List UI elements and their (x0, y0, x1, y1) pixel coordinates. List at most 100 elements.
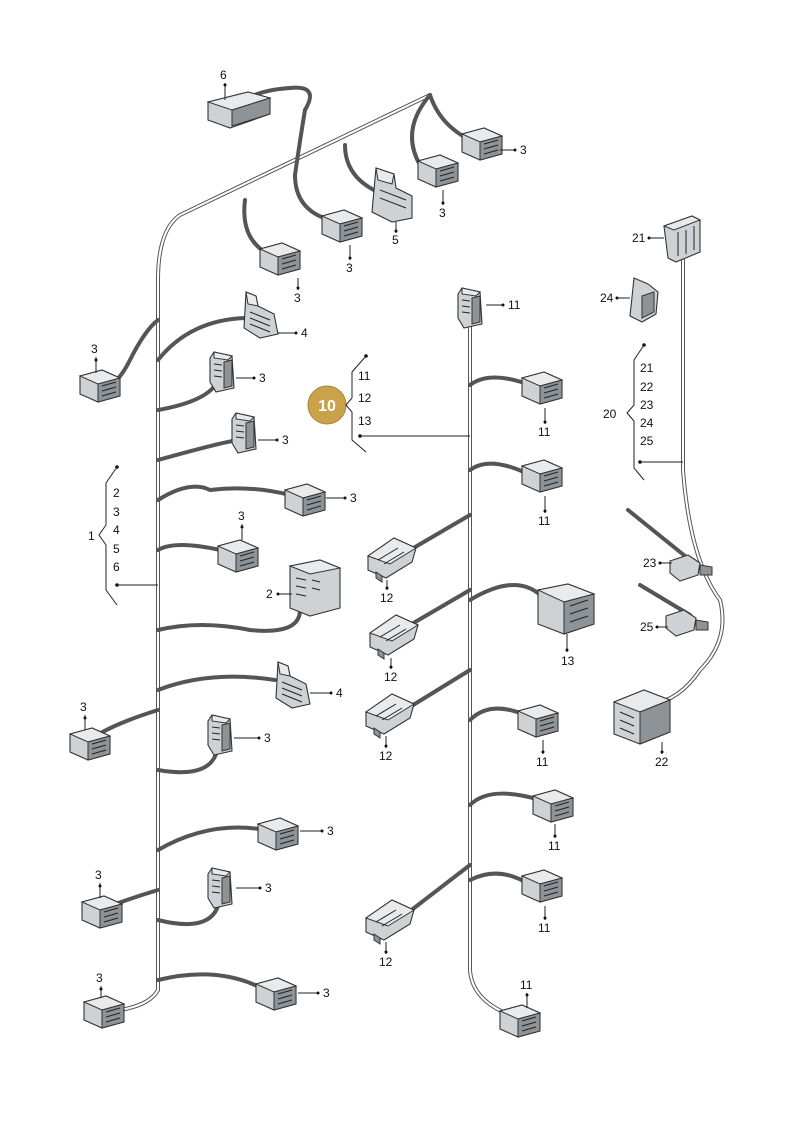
connector-3-mid-a (284, 483, 326, 517)
connector-11-e (521, 869, 563, 903)
callout-label: 3 (238, 509, 245, 523)
connector-3-top-mid (417, 154, 459, 188)
callout-label: 5 (392, 233, 399, 247)
connector-3-vert-d (207, 867, 233, 909)
connector-3-upper (321, 209, 363, 243)
connector-12-b (369, 614, 419, 660)
connector-22 (612, 689, 672, 745)
connector-3-left-d (83, 995, 125, 1029)
callout-label: 11 (508, 298, 521, 312)
callout-label: 11 (536, 755, 549, 769)
connector-11-c (517, 704, 559, 738)
connector-3-lower-a (257, 817, 299, 851)
group-bracket-20: 20 21 22 23 24 25 (603, 343, 683, 481)
connector-11-top (457, 287, 483, 329)
cable-tie-25 (665, 609, 709, 637)
connector-12-d (365, 899, 415, 945)
callout-label: 3 (95, 868, 102, 882)
connector-4-upper (243, 291, 279, 339)
connector-3-mid-b (217, 539, 259, 573)
connector-5 (371, 167, 413, 223)
callout-label: 3 (439, 206, 446, 220)
connector-3-lower-b (255, 977, 297, 1011)
connector-4-lower (275, 661, 311, 709)
callout-label: 4 (336, 686, 343, 700)
group-bracket-1: 1 2 3 4 5 6 (88, 465, 158, 606)
connector-3-left-a (79, 369, 121, 403)
callout-label: 3 (265, 881, 272, 895)
callout-label: 3 (282, 433, 289, 447)
callout-label: 25 (640, 620, 654, 634)
callouts-left: 6 3 3 5 3 3 4 3 3 3 3 3 2 4 3 3 3 (80, 68, 527, 1000)
group-10-item: 11 (358, 369, 371, 383)
callouts-middle: 11 11 11 12 13 12 12 11 11 11 12 11 (379, 298, 575, 1008)
callout-label: 3 (323, 986, 330, 1000)
group-20-item: 23 (640, 398, 654, 412)
callout-label: 11 (548, 839, 561, 853)
connector-11-bottom (499, 1004, 541, 1038)
callout-label: 3 (80, 700, 87, 714)
group-1-item: 3 (113, 505, 120, 519)
connector-3-left-b (69, 727, 111, 761)
connector-3-vert-c (207, 714, 233, 756)
callouts-right: 21 24 23 25 22 (600, 231, 672, 769)
callout-label: 3 (346, 261, 353, 275)
callout-label: 6 (220, 68, 227, 82)
connector-11-a (521, 371, 563, 405)
callout-label: 3 (264, 731, 271, 745)
callout-label: 3 (259, 371, 266, 385)
connector-24 (629, 277, 659, 323)
callout-label: 3 (91, 342, 98, 356)
harness-left-main (88, 85, 472, 1012)
group-20-number: 20 (603, 407, 617, 421)
callout-label: 24 (600, 291, 614, 305)
callout-label: 3 (294, 291, 301, 305)
callout-label: 12 (384, 670, 398, 684)
group-1-item: 4 (113, 523, 120, 537)
callout-label: 11 (520, 978, 533, 992)
callout-label: 23 (643, 556, 657, 570)
group-20-item: 21 (640, 361, 654, 375)
connector-21 (662, 215, 702, 263)
group-20-item: 24 (640, 416, 654, 430)
connector-11-b (521, 459, 563, 493)
group-badge-10: 10 (307, 385, 347, 425)
connector-3-vert-b (231, 412, 257, 454)
group-20-item: 22 (640, 380, 654, 394)
group-10-item: 13 (358, 414, 372, 428)
harness-middle (403, 318, 547, 1017)
group-10-item: 12 (358, 391, 372, 405)
group-1-item: 2 (113, 486, 120, 500)
callout-label: 2 (266, 587, 273, 601)
harness-right (626, 258, 725, 707)
group-1-item: 6 (113, 560, 120, 574)
connector-11-d (532, 789, 574, 823)
callout-label: 11 (538, 921, 551, 935)
group-20-item: 25 (640, 434, 654, 448)
connector-3-vert-a (209, 351, 235, 393)
connector-12-a (367, 537, 417, 583)
connector-2 (288, 559, 342, 617)
callout-label: 13 (561, 654, 575, 668)
callout-label: 3 (350, 491, 357, 505)
connector-3-left-c (81, 895, 123, 929)
cable-tie-23 (669, 554, 713, 582)
connector-3-upper-left (259, 242, 301, 276)
callout-label: 3 (520, 143, 527, 157)
connector-13 (536, 583, 596, 635)
connector-3-top-right (461, 127, 503, 161)
callout-label: 12 (379, 749, 393, 763)
callout-label: 11 (538, 425, 551, 439)
connector-6 (206, 91, 272, 129)
callout-label: 4 (301, 326, 308, 340)
callout-label: 11 (538, 514, 551, 528)
callout-label: 3 (96, 971, 103, 985)
group-1-number: 1 (88, 529, 95, 543)
group-bracket-10: 11 12 13 (345, 354, 470, 453)
callout-label: 3 (327, 824, 334, 838)
callout-label: 12 (380, 591, 394, 605)
connector-12-c (365, 693, 415, 739)
callout-label: 22 (655, 755, 669, 769)
callout-label: 21 (632, 231, 646, 245)
